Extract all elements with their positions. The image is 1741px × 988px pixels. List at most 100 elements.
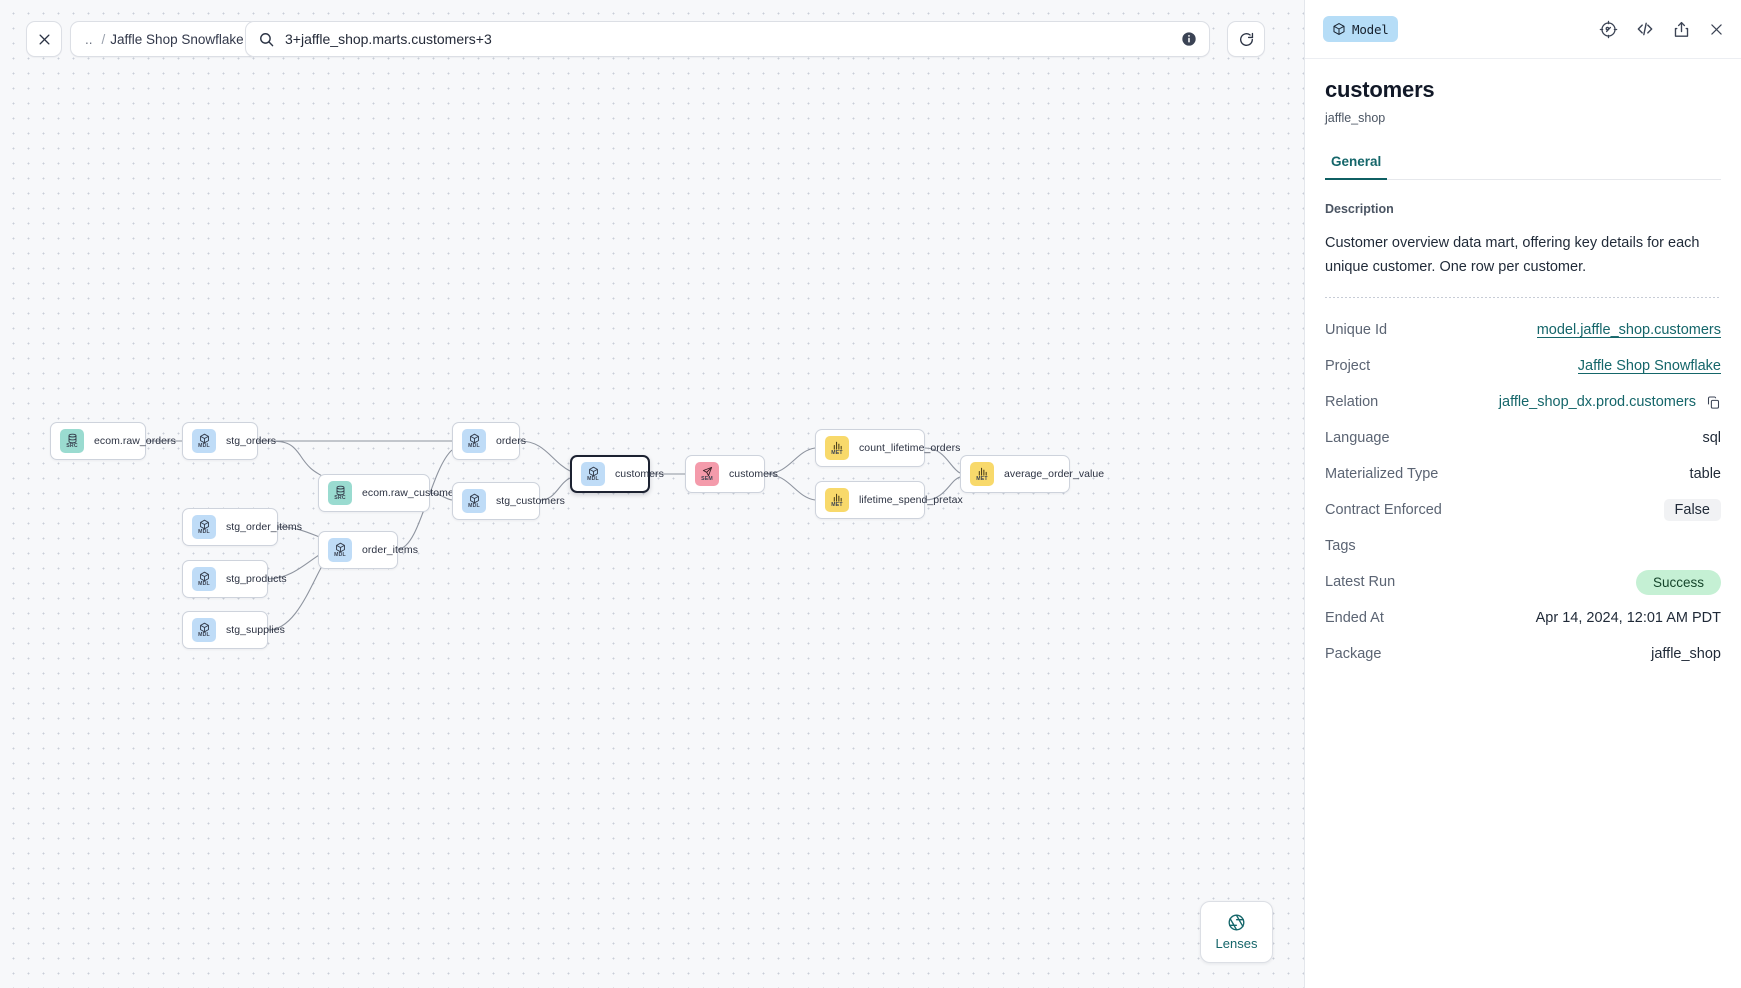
property-row-materialized-type: Materialized Type table <box>1325 456 1721 492</box>
focus-icon[interactable] <box>1599 20 1618 39</box>
property-key: Ended At <box>1325 610 1384 626</box>
property-value-text: jaffle_shop <box>1651 646 1721 662</box>
property-key: Tags <box>1325 538 1356 554</box>
lineage-node-count_lifetime_orders[interactable]: MET count_lifetime_orders <box>815 429 960 467</box>
panel-tabs: General <box>1325 153 1721 180</box>
src-badge-icon: SRC <box>328 481 352 505</box>
met-badge-icon: MET <box>825 488 849 512</box>
property-value-text: Apr 14, 2024, 12:01 AM PDT <box>1535 610 1721 626</box>
property-value-link[interactable]: model.jaffle_shop.customers <box>1536 322 1721 338</box>
mdl-badge-icon: MDL <box>192 429 216 453</box>
property-row-latest-run: Latest Run Success <box>1325 564 1721 600</box>
aperture-icon <box>1227 913 1246 932</box>
sem-badge-icon: SEM <box>695 462 719 486</box>
search-icon <box>258 31 275 48</box>
lineage-search-bar[interactable]: 3+jaffle_shop.marts.customers+3 <box>245 21 1210 57</box>
search-input[interactable]: 3+jaffle_shop.marts.customers+3 <box>285 31 492 47</box>
property-value: jaffle_shop_dx.prod.customers <box>1499 394 1721 410</box>
lineage-node-stg_order_items[interactable]: MDL stg_order_items <box>182 508 302 546</box>
lenses-label: Lenses <box>1215 936 1258 951</box>
divider <box>1325 297 1721 298</box>
src-badge-icon: SRC <box>60 429 84 453</box>
description-text: Customer overview data mart, offering ke… <box>1325 235 1700 275</box>
mdl-badge-icon: MDL <box>328 538 352 562</box>
lineage-node-ecom_raw_customers[interactable]: SRC ecom.raw_customers <box>318 474 463 512</box>
lineage-node-label: orders <box>496 435 527 447</box>
lineage-node-stg_orders[interactable]: MDL stg_orders <box>182 422 276 460</box>
mdl-badge-icon: MDL <box>192 515 216 539</box>
property-key: Relation <box>1325 394 1379 410</box>
property-key: Project <box>1325 358 1371 374</box>
lineage-node-label: stg_supplies <box>226 624 285 636</box>
property-value: jaffle_shop <box>1651 646 1721 662</box>
property-value-link[interactable]: jaffle_shop_dx.prod.customers <box>1498 394 1696 410</box>
property-value: Jaffle Shop Snowflake <box>1578 358 1721 374</box>
property-row-relation: Relation jaffle_shop_dx.prod.customers <box>1325 384 1721 420</box>
panel-body: Description Customer overview data mart,… <box>1305 180 1741 988</box>
property-key: Unique Id <box>1325 322 1388 338</box>
lineage-node-label: lifetime_spend_pretax <box>859 494 963 506</box>
lineage-node-stg_supplies[interactable]: MDL stg_supplies <box>182 611 285 649</box>
breadcrumb-separator: / <box>101 31 106 47</box>
close-graph-button[interactable] <box>26 21 62 57</box>
copy-icon[interactable] <box>1706 395 1721 410</box>
mdl-badge-icon: MDL <box>581 462 605 486</box>
panel-header: customers jaffle_shop <box>1305 59 1741 125</box>
share-icon[interactable] <box>1672 20 1691 39</box>
property-key: Materialized Type <box>1325 466 1439 482</box>
lineage-node-label: count_lifetime_orders <box>859 442 961 454</box>
property-value-text: sql <box>1702 430 1721 446</box>
close-icon <box>37 32 52 47</box>
property-key: Package <box>1325 646 1382 662</box>
close-icon[interactable] <box>1708 21 1725 38</box>
lineage-node-label: ecom.raw_customers <box>362 487 463 499</box>
code-icon[interactable] <box>1635 19 1655 39</box>
property-key: Latest Run <box>1325 574 1396 590</box>
lineage-node-label: stg_order_items <box>226 521 303 533</box>
panel-topbar: Model <box>1305 0 1741 59</box>
lineage-node-lifetime_spend_pretax[interactable]: MET lifetime_spend_pretax <box>815 481 963 519</box>
mdl-badge-icon: MDL <box>462 429 486 453</box>
resource-type-label: Model <box>1352 21 1389 37</box>
property-value-text: table <box>1689 466 1721 482</box>
breadcrumb-parent: .. <box>85 31 93 47</box>
met-badge-icon: MET <box>825 436 849 460</box>
mdl-badge-icon: MDL <box>192 618 216 642</box>
lineage-node-order_items[interactable]: MDL order_items <box>318 531 418 569</box>
resource-type-chip: Model <box>1323 16 1398 42</box>
lineage-node-ecom_raw_orders[interactable]: SRC ecom.raw_orders <box>50 422 176 460</box>
property-value: table <box>1690 466 1721 482</box>
lineage-node-orders[interactable]: MDL orders <box>452 422 526 460</box>
description-label: Description <box>1325 202 1394 216</box>
lineage-node-label: order_items <box>362 544 418 556</box>
property-row-tags: Tags <box>1325 528 1721 564</box>
page-subtitle: jaffle_shop <box>1325 111 1386 125</box>
cube-icon <box>1332 22 1346 36</box>
tab-general[interactable]: General <box>1325 154 1388 180</box>
panel-actions <box>1599 19 1725 39</box>
info-icon[interactable] <box>1181 31 1197 47</box>
property-value: sql <box>1702 430 1721 446</box>
details-panel: Model <box>1304 0 1741 988</box>
lineage-node-label: ecom.raw_orders <box>94 435 176 447</box>
lineage-node-label: stg_orders <box>226 435 277 447</box>
property-value-link[interactable]: Jaffle Shop Snowflake <box>1577 358 1721 374</box>
property-row-unique-id: Unique Id model.jaffle_shop.customers <box>1325 312 1721 348</box>
refresh-icon <box>1238 31 1255 48</box>
lenses-button[interactable]: Lenses <box>1200 901 1273 963</box>
status-badge: Success <box>1635 569 1721 595</box>
breadcrumb[interactable]: .. / Jaffle Shop Snowflake <box>70 21 259 57</box>
property-row-package: Package jaffle_shop <box>1325 636 1721 672</box>
refresh-button[interactable] <box>1227 21 1265 57</box>
mdl-badge-icon: MDL <box>192 567 216 591</box>
property-value: Apr 14, 2024, 12:01 AM PDT <box>1536 610 1721 626</box>
